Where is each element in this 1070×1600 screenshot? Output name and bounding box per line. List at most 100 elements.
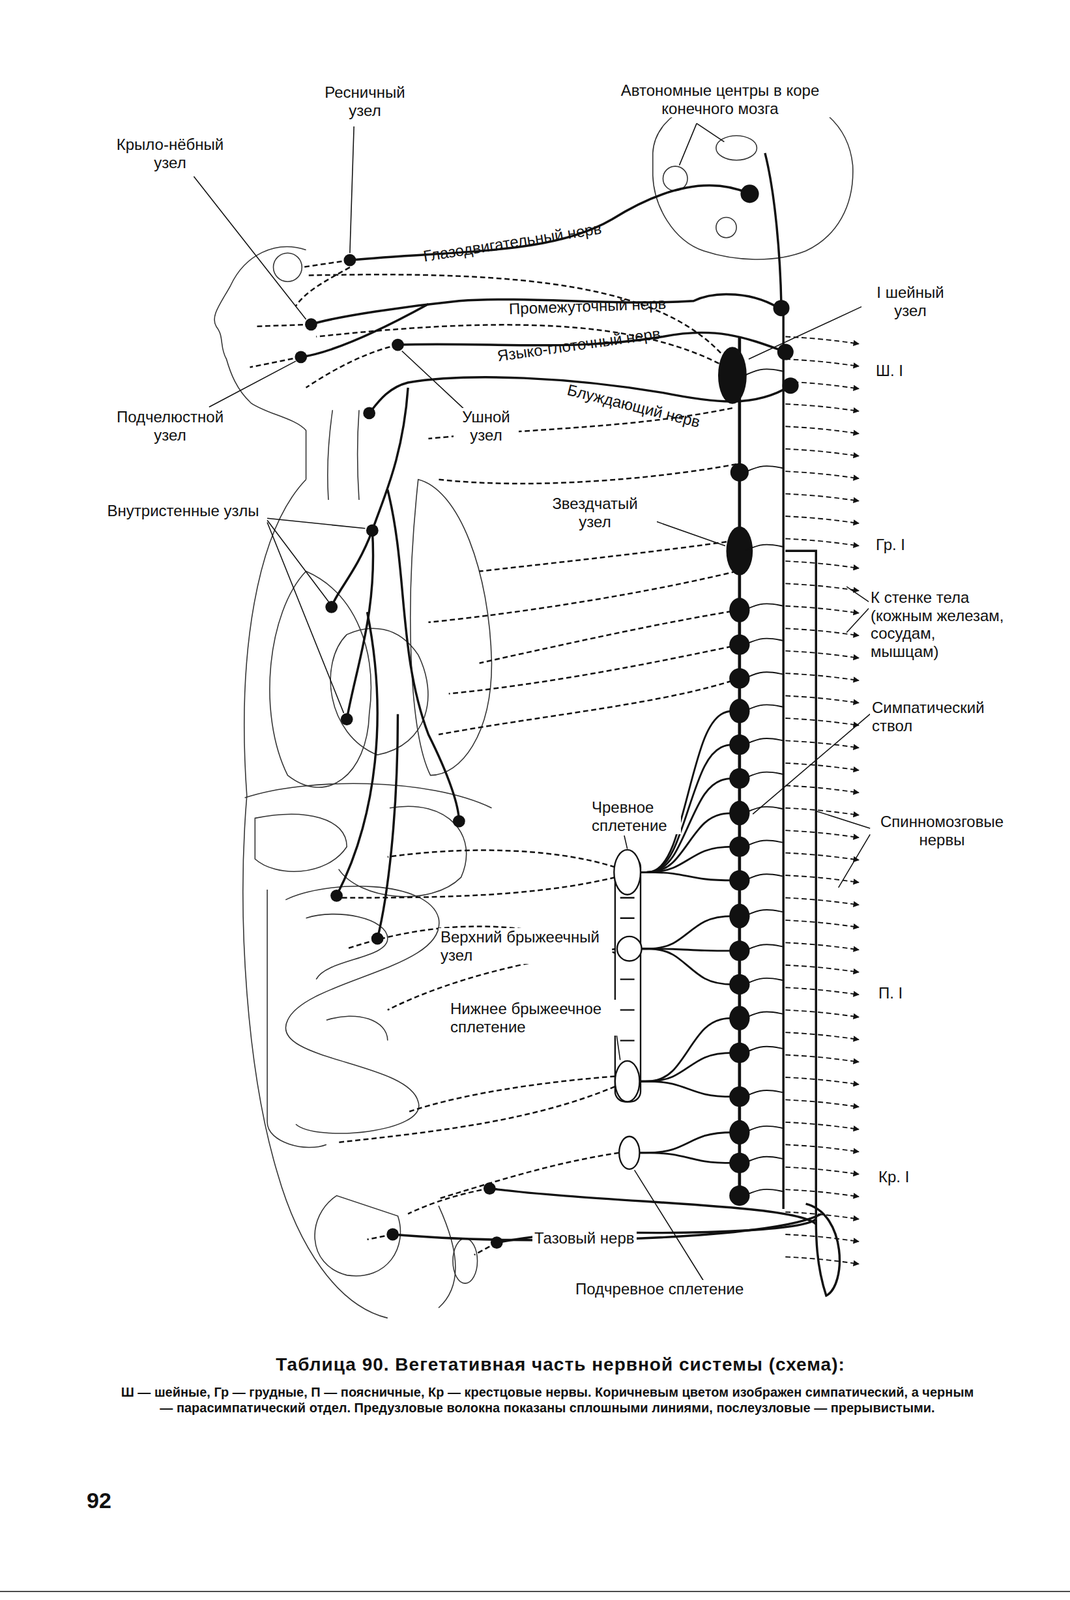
chain-ganglion	[729, 667, 750, 689]
chain-ganglion	[729, 698, 750, 724]
communicating-branch	[744, 1189, 784, 1196]
postganglionic-fiber	[387, 850, 616, 868]
ganglion	[366, 524, 379, 537]
spinal-nerve	[785, 965, 859, 973]
spinal-nerve	[785, 740, 859, 748]
chain-ganglion	[729, 734, 750, 755]
spinal-nerve	[785, 538, 859, 546]
body-outline	[652, 92, 854, 260]
plexus	[613, 849, 641, 895]
preganglionic-fiber	[781, 306, 784, 1209]
spinal-nerve	[785, 1122, 859, 1130]
ganglion	[371, 932, 384, 945]
communicating-branch	[744, 944, 784, 951]
plexus-label: Чревное сплетение	[589, 798, 681, 835]
spinal-nerve	[785, 1167, 859, 1175]
leader-line	[652, 520, 726, 546]
splanchnic-nerve	[639, 1152, 739, 1164]
ganglion	[772, 299, 790, 317]
leader-line	[349, 126, 354, 253]
spinal-nerve	[785, 1256, 859, 1264]
segment-label: Кр. I	[876, 1167, 911, 1186]
ganglion	[391, 338, 405, 352]
ganglion	[304, 318, 318, 331]
ganglion	[782, 377, 799, 394]
ganglion	[340, 712, 354, 726]
leader-line	[402, 350, 464, 409]
ganglion	[294, 350, 307, 363]
nerve-label: Тазовый нерв	[532, 1229, 637, 1248]
spinal-nerve	[785, 426, 859, 434]
splanchnic-nerve	[640, 871, 740, 881]
postganglionic-fiber	[301, 260, 350, 268]
preganglionic-fiber	[310, 293, 784, 324]
preganglionic-fiber	[336, 611, 378, 896]
spinal-nerve	[785, 830, 859, 838]
splanchnic-nerve	[639, 1017, 739, 1082]
leader-line	[815, 810, 870, 829]
preganglionic-fiber	[387, 489, 460, 822]
spinal-nerve	[785, 381, 859, 389]
spinal-nerve	[785, 583, 859, 591]
ganglion	[490, 1236, 504, 1249]
preganglionic-fiber	[301, 153, 840, 1296]
preganglionic-fiber	[806, 1203, 840, 1296]
postganglionic-fiber	[336, 1086, 616, 1143]
ganglion	[386, 1228, 399, 1241]
structure-label: Симпатический ствол	[869, 698, 1014, 735]
postganglionic-fiber	[407, 1075, 616, 1112]
chain-ganglion	[729, 597, 750, 623]
postganglionic-fiber	[479, 609, 740, 663]
communicating-branch	[744, 806, 784, 814]
communicating-branch	[744, 873, 784, 881]
plexus	[615, 1060, 640, 1102]
leader-line	[267, 518, 365, 529]
note-label: К стенке тела (кожным железам, сосудам, …	[868, 588, 1009, 661]
spinal-nerve	[785, 1189, 859, 1197]
chain-ganglion	[729, 1005, 750, 1031]
splanchnic-nerve	[641, 916, 740, 949]
ganglion	[294, 184, 799, 1249]
communicating-branch	[744, 1046, 784, 1054]
chain-ganglion	[729, 869, 750, 891]
spinal-nerve	[785, 336, 859, 345]
ganglion	[325, 600, 338, 614]
spinal-nerve	[785, 1055, 859, 1063]
spinal-nerve	[785, 471, 859, 479]
segment-label: П. I	[876, 983, 905, 1003]
segment-label: Гр. I	[873, 535, 908, 554]
plexus-label: Подчревное сплетение	[573, 1279, 746, 1299]
body-outline	[306, 914, 388, 1041]
communicating-branch	[744, 840, 784, 848]
communicating-branch	[744, 1011, 784, 1018]
postganglionic-fiber	[306, 344, 399, 388]
communicating-branch	[744, 978, 784, 985]
body-outline	[267, 889, 327, 1148]
body-outline	[0, 92, 1070, 1592]
ganglion	[777, 344, 794, 361]
leader-line	[267, 520, 330, 603]
communicating-branch	[744, 603, 784, 610]
preganglionic-fiber	[377, 714, 398, 939]
plexus-label: Нижнее брыжеечное сплетение	[448, 999, 618, 1036]
ganglion	[330, 889, 343, 902]
splanchnic-nerve	[639, 1131, 739, 1153]
spinal-nerve	[785, 1144, 859, 1152]
postganglionic-fiber	[249, 260, 739, 1255]
splanchnic-nerve	[639, 1081, 739, 1097]
spinal-nerve	[785, 650, 859, 659]
communicating-branch	[744, 671, 784, 679]
ganglion	[344, 254, 357, 267]
spinal-nerve	[785, 1212, 859, 1220]
ganglion-label: I шейный узел	[861, 283, 960, 320]
spinal-nerve	[785, 808, 859, 816]
postganglionic-fiber	[407, 1188, 490, 1215]
leader-line	[193, 176, 306, 320]
spinal-nerve	[785, 763, 859, 771]
spinal-nerve	[785, 920, 859, 928]
body-outline	[273, 252, 303, 282]
communicating-branch	[744, 368, 784, 376]
body-outline	[410, 479, 492, 776]
chain-ganglion	[729, 903, 750, 929]
